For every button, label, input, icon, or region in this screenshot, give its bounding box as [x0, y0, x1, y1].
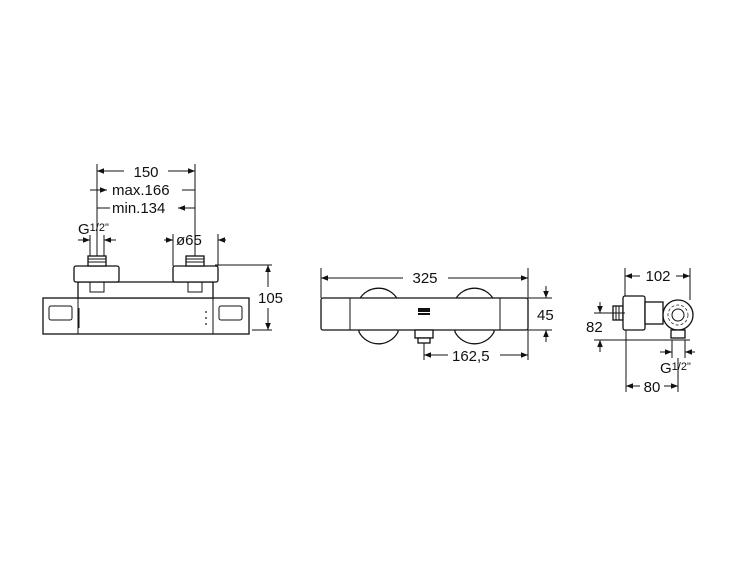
scale-dot: [205, 317, 207, 319]
left-connector-neck: [89, 281, 105, 293]
front-inlet-thread-label: G1/2": [78, 221, 109, 238]
front-view: 150 max.166 min.134 G1/2" ø65 105: [42, 164, 283, 335]
front-width-label: 150: [133, 164, 158, 181]
side-view: 102 82 G1/2" 80: [586, 268, 695, 396]
right-connector-neck: [187, 281, 203, 293]
right-connector-nut: [172, 265, 219, 283]
top-length-label: 325: [412, 270, 437, 287]
front-diameter-label: ø65: [176, 232, 202, 249]
front-height-label: 105: [258, 290, 283, 307]
top-depth-label: 45: [537, 307, 554, 324]
side-connector-body: [644, 301, 664, 325]
side-mixer-bore: [671, 308, 685, 322]
front-max-label: max.166: [112, 182, 170, 199]
top-outlet-offset-label: 162,5: [452, 348, 490, 365]
side-outlet: [670, 329, 686, 339]
left-thread: [87, 255, 107, 267]
side-inlet-offset-label: 80: [644, 379, 661, 396]
side-mixer-section: [662, 299, 694, 331]
scale-dot: [205, 311, 207, 313]
left-connector-nut: [73, 265, 120, 283]
top-outlet: [414, 329, 434, 339]
top-outlet-thread: [417, 337, 431, 344]
right-thread: [185, 255, 205, 267]
side-connector-nut: [622, 295, 646, 331]
center-housing-top: [77, 281, 214, 299]
side-depth-label: 102: [645, 268, 670, 285]
side-outlet-height-label: 82: [586, 319, 603, 336]
scale-dot: [205, 323, 207, 325]
front-min-label: min.134: [112, 200, 165, 217]
side-outlet-thread-label: G1/2": [660, 360, 691, 377]
top-view: 325 45 162,5: [320, 268, 554, 365]
roca-logo-icon: [418, 308, 430, 315]
left-handle-slot: [48, 305, 73, 321]
right-handle-slot: [218, 305, 243, 321]
mixer-body: [42, 297, 250, 335]
side-mixer-hidden: [667, 304, 689, 326]
